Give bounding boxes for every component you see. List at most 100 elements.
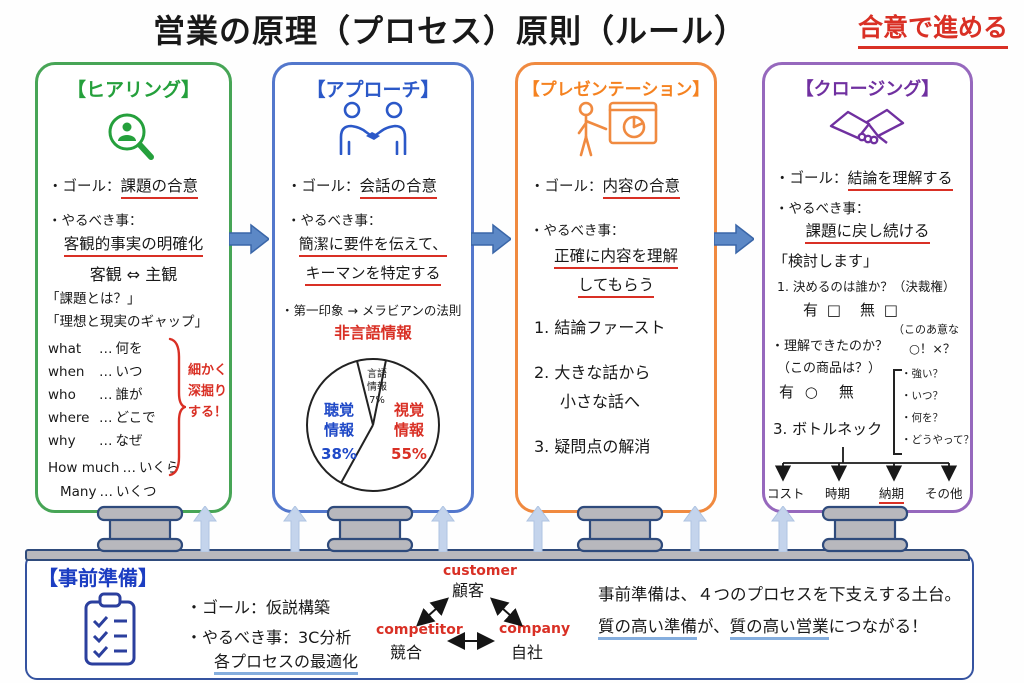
deep-dive-note-2: 深掘り [188, 384, 228, 399]
w5-ja: いくつ [115, 484, 157, 500]
w5-row-why: why…なぜ [48, 433, 143, 450]
support-arrow-icon [526, 506, 550, 552]
footer-message-2c: 質の高い営業 [729, 617, 829, 640]
pie-visual-label: 情報 [394, 421, 425, 439]
closing-q2: ・理解できたのか？ [771, 339, 889, 354]
process-card-closing: 【クロージング】 ・ゴール：結論を理解する ・やるべき事： 課題に戻し続ける 「… [762, 62, 973, 513]
w5-ja: 何を [115, 341, 143, 357]
w5-ja: いくら [138, 460, 180, 476]
closing-side-note-marks: ○！×？ [909, 341, 956, 356]
closing-check-when: ・いつ？ [901, 390, 943, 402]
prep-todo-2: 各プロセスの最適化 [214, 652, 359, 675]
w5-dots: … [122, 460, 136, 476]
goal-label: ・ゴール： [48, 179, 121, 195]
person-magnifier-icon [108, 113, 154, 160]
bottleneck-other: その他 [925, 486, 963, 501]
w5-en: who [48, 387, 76, 403]
pillar-base [326, 505, 414, 553]
hearing-todo-main: 客観的事実の明確化 [38, 235, 229, 257]
handshake-icon [829, 108, 905, 145]
todo-text: 簡潔に要件を伝えて、 [298, 235, 448, 257]
w5-ja: 誰が [115, 387, 143, 403]
closing-q3: 3. ボトルネック [773, 420, 883, 438]
brace-icon [168, 337, 186, 477]
pie-visual-label: 視覚 [393, 401, 424, 419]
closing-q2b: （この商品は？） [777, 361, 882, 376]
nonverbal-label: 非言語情報 [334, 324, 412, 342]
support-arrow-icon [683, 506, 707, 552]
handshake-people-icon [339, 101, 407, 155]
mehrabian-pie-chart: 聴覚 情報 38% 視覚 情報 55% 言語 情報 7% [306, 358, 440, 492]
prep-todo-2-text: 各プロセスの最適化 [214, 652, 359, 675]
c3-customer-ja: 顧客 [452, 581, 485, 600]
pillar-base [96, 505, 184, 553]
approach-todo-label: ・やるべき事： [287, 213, 382, 229]
w5-row-many: Many…いくつ [60, 484, 156, 501]
c3-customer-en: customer [443, 563, 517, 579]
approach-goal: ・ゴール：会話の合意 [287, 177, 438, 199]
first-impression-line: ・第一印象 → メラビアンの法則 [281, 303, 462, 318]
presentation-todo-label: ・やるべき事： [530, 223, 625, 239]
goal-value: 結論を理解する [847, 169, 953, 191]
bottleneck-delivery-text: 納期 [879, 486, 905, 504]
closing-side-note: （このあ意な [893, 323, 959, 336]
pie-auditory-pct: 38% [321, 445, 357, 463]
c3-company-ja: 自社 [511, 643, 544, 662]
goal-value: 課題の合意 [120, 177, 199, 199]
card-approach-title: 【アプローチ】 [306, 79, 440, 101]
w5-dots: … [99, 410, 113, 426]
pillar-base [821, 505, 909, 553]
presentation-goal: ・ゴール：内容の合意 [530, 177, 681, 199]
triangle-arrows [416, 597, 523, 650]
approach-todo-2: キーマンを特定する [275, 264, 471, 286]
clipboard-checklist-icon [84, 592, 136, 666]
pie-auditory-label: 聴覚 [324, 401, 354, 419]
w5-dots: … [99, 387, 113, 403]
hearing-quote-2: 「理想と現実のギャップ」 [46, 314, 208, 330]
closing-q1: 1. 決めるのは誰か？（決裁権） [777, 279, 956, 294]
w5-dots: … [99, 433, 113, 449]
closing-q2-check: 有 ○ 無 [779, 383, 857, 401]
bottleneck-cost: コスト [767, 486, 805, 501]
closing-check-what: ・何を？ [901, 412, 943, 424]
hearing-goal: ・ゴール：課題の合意 [48, 177, 199, 199]
w5-en: How much [48, 460, 120, 476]
w5-ja: どこで [115, 410, 156, 426]
approach-todo-1: 簡潔に要件を伝えて、 [275, 235, 471, 257]
w5-en: when [48, 364, 85, 380]
footer-message-2: 質の高い準備が、質の高い営業につながる！ [598, 617, 928, 640]
process-card-approach: 【アプローチ】 ・ゴール：会話の合意 ・やるべき事： 簡潔に要件を伝えて、 キー… [272, 62, 474, 513]
w5-row-what: what…何を [48, 341, 143, 358]
process-card-presentation: 【プレゼンテーション】 ・ゴール：内容の合意 ・やるべき事： 正確に内容を理解 … [515, 62, 717, 513]
presentation-step-2b: 小さな話へ [560, 392, 641, 411]
process-card-hearing: 【ヒアリング】 ・ゴール：課題の合意 ・やるべき事： 客観的事実の明確化 客観 … [35, 62, 232, 513]
bottleneck-timing: 時期 [825, 486, 851, 501]
closing-todo-label: ・やるべき事： [775, 201, 870, 217]
goal-value: 会話の合意 [359, 177, 438, 199]
w5-en: Many [60, 484, 97, 500]
todo-text: 課題に戻し続ける [805, 222, 930, 244]
support-arrow-icon [193, 506, 217, 552]
w5-row-howmuch: How much…いくら [48, 460, 179, 477]
w5-row-where: where…どこで [48, 410, 156, 427]
pie-visual-pct: 55% [391, 445, 427, 463]
w5-dots: … [99, 364, 113, 380]
card-closing-title: 【クロージング】 [795, 79, 940, 100]
w5-row-when: when…いつ [48, 364, 143, 381]
support-arrow-icon [431, 506, 455, 552]
closing-check-how: ・どうやって？ [901, 434, 973, 446]
goal-value: 内容の合意 [602, 177, 681, 199]
card-presentation-title: 【プレゼンテーション】 [522, 80, 710, 100]
closing-quote: 「検討します」 [773, 252, 879, 270]
pie-verbal-label: 言語 [367, 367, 387, 380]
presentation-step-1: 1. 結論ファースト [534, 318, 666, 337]
pie-verbal-label: 情報 [367, 380, 387, 393]
closing-check-strong: ・強い？ [901, 368, 943, 380]
support-arrow-icon [771, 506, 795, 552]
todo-text: 正確に内容を理解 [553, 247, 678, 269]
bottleneck-delivery: 納期 [879, 486, 905, 504]
todo-text: 客観的事実の明確化 [63, 235, 204, 257]
pie-verbal-pct: 7% [369, 395, 385, 406]
goal-label: ・ゴール： [287, 179, 360, 195]
closing-todo-main: 課題に戻し続ける [765, 222, 970, 244]
